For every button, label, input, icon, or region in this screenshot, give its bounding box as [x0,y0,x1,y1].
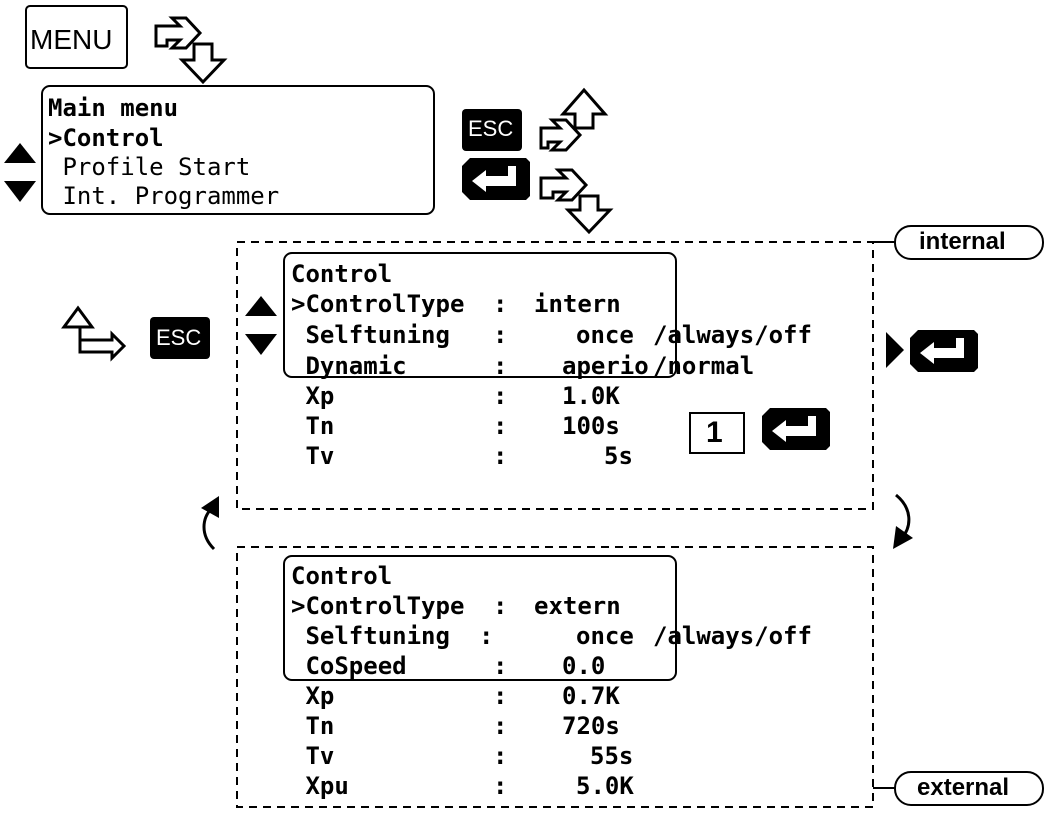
menu-key-label[interactable]: MENU [30,24,113,55]
one-key-frame [689,412,745,454]
external-row-label: Tv [291,742,335,770]
internal-row-label: Control [291,260,393,288]
external-row-value[interactable]: extern [534,592,621,620]
internal-selftuning-alternatives: /always/off [653,321,812,349]
external-row-value: 55s [590,742,634,770]
down-right-hook-arrow-icon [154,16,228,85]
external-row-value: 720s [562,712,620,740]
enter-key-top [462,158,530,200]
main-menu-item-int-programmer[interactable]: Int. Programmer [48,182,280,210]
menu-key-frame [25,5,128,69]
internal-row-value[interactable]: once [576,321,634,349]
internal-row-label: Selftuning [291,321,450,349]
internal-row-label: Tv [291,442,335,470]
external-row-sep: : [493,652,508,680]
up-left-hook-arrow-icon [61,305,127,362]
internal-row-sep: : [493,412,508,440]
enter-key-right [910,330,978,372]
down-right-hook-arrow-icon [539,168,614,235]
internal-row-value[interactable]: aperio [562,352,649,380]
external-selftuning-alternatives: /always/off [653,622,812,650]
main-menu-frame [41,85,435,215]
main-menu-title: Main menu [48,94,179,122]
external-tag: external [917,774,1010,801]
internal-row-sep: : [493,382,508,410]
curved-arrow-head-left [201,496,219,518]
external-row-sep: : [493,742,508,770]
internal-row-sep: : [493,352,508,380]
up-down-triangle-icon [245,296,277,355]
external-row-value[interactable]: once [576,622,634,650]
external-tag-frame [894,771,1044,806]
internal-row-label: >ControlType [291,290,465,318]
internal-tag: internal [919,228,1006,255]
internal-tag-frame [894,225,1044,260]
external-row-sep: : [493,772,508,800]
external-row-value[interactable]: 0.0 [562,652,606,680]
internal-dynamic-alternatives: /normal [653,352,755,380]
external-row-label: CoSpeed [291,652,407,680]
up-right-hook-arrow-icon [539,87,609,152]
internal-row-value: 5s [604,442,633,470]
up-down-triangle-icon [4,143,36,202]
internal-row-sep: : [493,321,508,349]
external-row-sep: : [493,682,508,710]
main-menu-item-control[interactable]: >Control [48,124,164,152]
esc-key-left-frame [150,317,210,359]
internal-row-value: 1.0K [562,382,620,410]
external-row-sep: : [493,712,508,740]
one-key-label[interactable]: 1 [706,416,723,449]
internal-row-label: Xp [291,382,335,410]
external-lcd-frame [283,555,677,681]
external-row-label: Tn [291,712,335,740]
external-row-label: >ControlType [291,592,465,620]
internal-lcd-frame [283,252,677,378]
external-row-label: Xp [291,682,335,710]
external-row-label: Selftuning [291,622,450,650]
main-menu-item-profile-start[interactable]: Profile Start [48,153,251,181]
enter-key-center [762,408,830,450]
external-row-label: Control [291,562,393,590]
external-row-sep: : [493,592,508,620]
internal-row-value[interactable]: intern [534,290,621,318]
curved-arrow-head-right [893,526,913,549]
internal-row-sep: : [493,442,508,470]
esc-key-frame [462,109,522,151]
internal-row-label: Dynamic [291,352,407,380]
internal-row-sep: : [493,290,508,318]
external-row-value: 5.0K [576,772,634,800]
esc-key-left-label[interactable]: ESC [156,325,202,350]
external-row-label: Xpu [291,772,349,800]
internal-row-value: 100s [562,412,620,440]
external-row-value: 0.7K [562,682,620,710]
right-triangle-icon [886,332,904,368]
internal-row-label: Tn [291,412,335,440]
internal-dashed-box [236,241,874,510]
external-row-sep: : [479,622,494,650]
esc-key-label[interactable]: ESC [468,116,514,141]
